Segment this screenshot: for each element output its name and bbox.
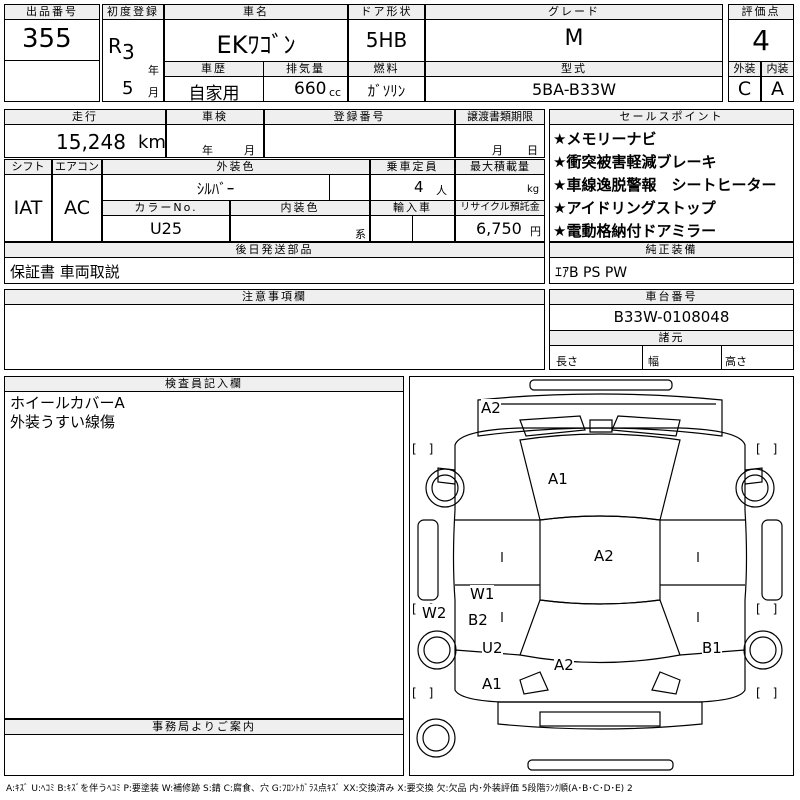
inspector-line: 外装うすい線傷 [10, 413, 116, 431]
inspector-line: ホイールカバーA [10, 394, 125, 412]
width-label: 幅 [648, 355, 659, 368]
sales-point-item: ★電動格納付ドアミラー [553, 222, 717, 240]
month-num: 5 [122, 78, 134, 99]
equipment-box [549, 257, 794, 284]
damage-mark-w1: W1 [470, 585, 495, 603]
car-name: EKﾜｺﾞﾝ [216, 31, 296, 59]
recycle-box [455, 215, 545, 242]
first-reg-box [102, 19, 164, 102]
color-no: U25 [149, 219, 183, 238]
import-divider [412, 215, 413, 242]
fuel: ｶﾞｿﾘﾝ [367, 82, 406, 100]
dims-height-box [721, 345, 794, 370]
ac-box [52, 174, 102, 242]
door: 5HB [365, 28, 408, 52]
year-num: 3 [122, 40, 135, 64]
office-box [4, 734, 404, 776]
mileage: 15,248 [56, 130, 126, 154]
damage-mark-b1: B1 [702, 639, 722, 657]
ext-color-divider [329, 174, 330, 201]
lot-no: 355 [22, 24, 72, 54]
sales-point-item: ★衝突被害軽減ブレーキ [553, 153, 717, 171]
damage-mark-w2: W2 [422, 604, 447, 622]
sales-point-item: ★アイドリングストップ [553, 199, 716, 217]
shift-label: シフト [4, 159, 52, 175]
transfer-day-unit: 日 [527, 144, 538, 157]
equipment-label: 純正装備 [549, 242, 794, 258]
length-label: 長さ [556, 355, 578, 368]
sales-point-item: ★メモリーナビ [553, 130, 657, 148]
inspection-month-unit: 月 [244, 144, 255, 157]
sales-points-list: ★メモリーナビ ★衝突被害軽減ブレーキ ★車線逸脱警報 シートヒーター ★アイド… [553, 128, 776, 243]
damage-mark-tail-a2: A2 [554, 656, 574, 674]
damage-mark-u2: U2 [482, 639, 503, 657]
chassis-number: B33W-0108048 [613, 308, 730, 326]
recycle: 6,750 [476, 219, 522, 238]
damage-mark-b2: B2 [468, 611, 488, 629]
bracket-mark: [ ] [756, 602, 778, 616]
mileage-unit: km [138, 132, 166, 153]
reg-no-box [264, 124, 455, 158]
bracket-mark: [ ] [412, 442, 434, 456]
ac: AC [64, 197, 90, 219]
transfer-box [455, 124, 545, 158]
era: R [108, 34, 122, 58]
shift-box [4, 174, 52, 242]
year-unit: 年 [148, 64, 159, 77]
max-load-label: 最大積載量 [455, 159, 545, 175]
inspector-notes: ホイールカバーA 外装うすい線傷 [10, 394, 125, 432]
inspection-year-unit: 年 [202, 144, 213, 157]
inspector-box [4, 391, 404, 719]
shift: IAT [13, 197, 43, 219]
sales-point-item: ★車線逸脱警報 シートヒーター [553, 176, 777, 194]
score-label: 評価点 [728, 4, 794, 20]
fuel-box [348, 76, 425, 102]
history: 自家用 [188, 84, 240, 104]
displacement-box [263, 76, 348, 102]
int-color-unit: 系 [355, 228, 366, 241]
notes-box [4, 304, 545, 370]
mileage-box [4, 124, 166, 158]
score: 4 [752, 24, 770, 57]
transfer-month-unit: 月 [492, 144, 503, 157]
grade: M [564, 26, 584, 51]
damage-mark-roof: A1 [548, 470, 568, 488]
exterior-grade: C [737, 78, 752, 100]
inspection-box [166, 124, 264, 158]
chassis-label: 車台番号 [549, 289, 794, 305]
damage-mark-center: A2 [594, 547, 614, 565]
capacity-unit: 人 [436, 184, 447, 197]
month-unit: 月 [148, 86, 159, 99]
parts: 保証書 車両取説 [10, 263, 120, 281]
sales-points-box [549, 124, 794, 242]
lot-no-blank [4, 60, 100, 102]
int-color-box [230, 215, 370, 242]
color-no-box [102, 215, 230, 242]
max-load-unit: kg [527, 184, 540, 195]
damage-mark-tail-a1: A1 [482, 675, 502, 693]
interior-box [761, 76, 794, 102]
model-box [425, 76, 723, 102]
legend: A:ｷｽﾞ U:ﾍｺﾐ B:ｷｽﾞを伴うﾍｺﾐ P:要塗装 W:補修跡 S:錆 … [6, 784, 633, 794]
equipment: ｴｱB PS PW [555, 265, 628, 281]
car-diagram-frame [409, 376, 794, 776]
height-label: 高さ [725, 355, 747, 368]
recycle-unit: 円 [530, 225, 541, 238]
bracket-mark: [ ] [756, 686, 778, 700]
ext-color: ｼﾙﾊﾞｰ [196, 180, 235, 198]
bracket-mark: [ ] [756, 442, 778, 456]
displacement: 660 [294, 79, 327, 99]
exterior-box [728, 76, 761, 102]
transfer-label: 譲渡書類期限 [455, 109, 545, 125]
parts-box [4, 257, 545, 284]
capacity: 4 [414, 178, 424, 196]
bracket-mark: [ ] [412, 686, 434, 700]
interior-grade: A [771, 78, 784, 100]
model: 5BA-B33W [531, 80, 617, 99]
damage-mark-hood: A2 [481, 399, 501, 417]
displacement-unit: cc [329, 86, 342, 99]
